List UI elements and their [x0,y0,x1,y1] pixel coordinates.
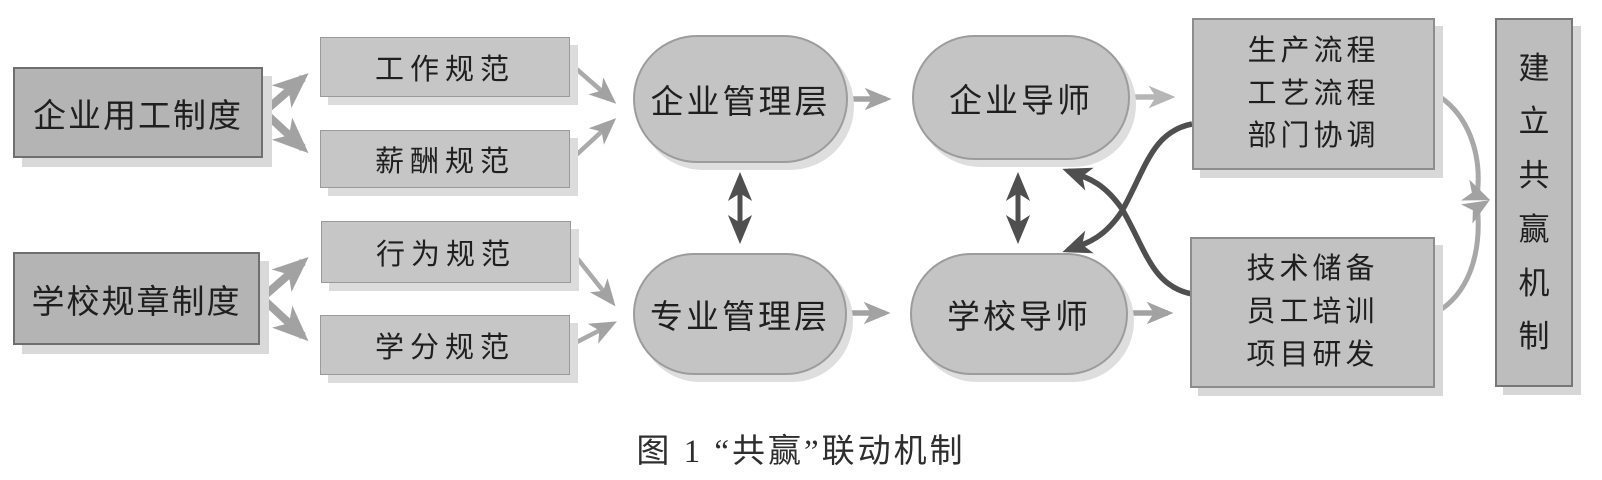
arrow-behavior-norm-to-major-mgmt [571,251,616,307]
win-char-6: 制 [1518,319,1550,355]
win-char-1: 建 [1518,50,1550,86]
production-line-3: 部门协调 [1247,120,1380,153]
node-credit-norm: 学分规范 [320,315,570,375]
win-char-2: 立 [1518,104,1550,140]
production-line-1: 生产流程 [1247,34,1380,67]
arrow-credit-norm-to-major-mgmt [571,321,618,347]
arrow-enterprise-system-to-work-norm [261,73,309,116]
tech-line-1: 技术储备 [1246,253,1379,286]
win-char-5: 机 [1518,265,1550,301]
win-char-3: 共 [1518,158,1550,194]
tech-line-3: 项目研发 [1246,338,1379,371]
arrow-work-norm-to-enterprise-mgmt [571,64,617,104]
node-win-win-mechanism: 建 立 共 赢 机 制 [1495,18,1573,387]
node-technology-training: 技术储备 员工培训 项目研发 [1190,237,1435,388]
node-behavior-norm: 行为规范 [321,221,571,283]
arrow-school-system-to-behavior-norm [259,257,309,302]
figure-caption: 图 1 “共赢”联动机制 [636,434,966,470]
arrow-production-to-win [1435,92,1491,201]
node-school-rules-system: 学校规章制度 [13,252,260,345]
arrow-tech-to-win [1435,200,1490,315]
arrow-school-system-to-credit-norm [259,295,309,342]
node-school-mentor: 学校导师 [910,253,1128,375]
tech-line-2: 员工培训 [1246,296,1379,329]
node-production-processes: 生产流程 工艺流程 部门协调 [1192,18,1435,170]
production-line-2: 工艺流程 [1247,77,1380,110]
node-work-norm: 工作规范 [320,37,570,97]
arrow-salary-norm-to-enterprise-mgmt [571,118,617,160]
node-salary-norm: 薪酬规范 [320,130,570,188]
node-enterprise-mentor: 企业导师 [912,35,1130,160]
node-major-management: 专业管理层 [633,253,847,375]
node-enterprise-management: 企业管理层 [633,35,848,163]
arrow-enterprise-system-to-salary-norm [261,109,309,154]
win-char-4: 赢 [1518,211,1550,247]
node-enterprise-employment-system: 企业用工制度 [13,67,263,158]
